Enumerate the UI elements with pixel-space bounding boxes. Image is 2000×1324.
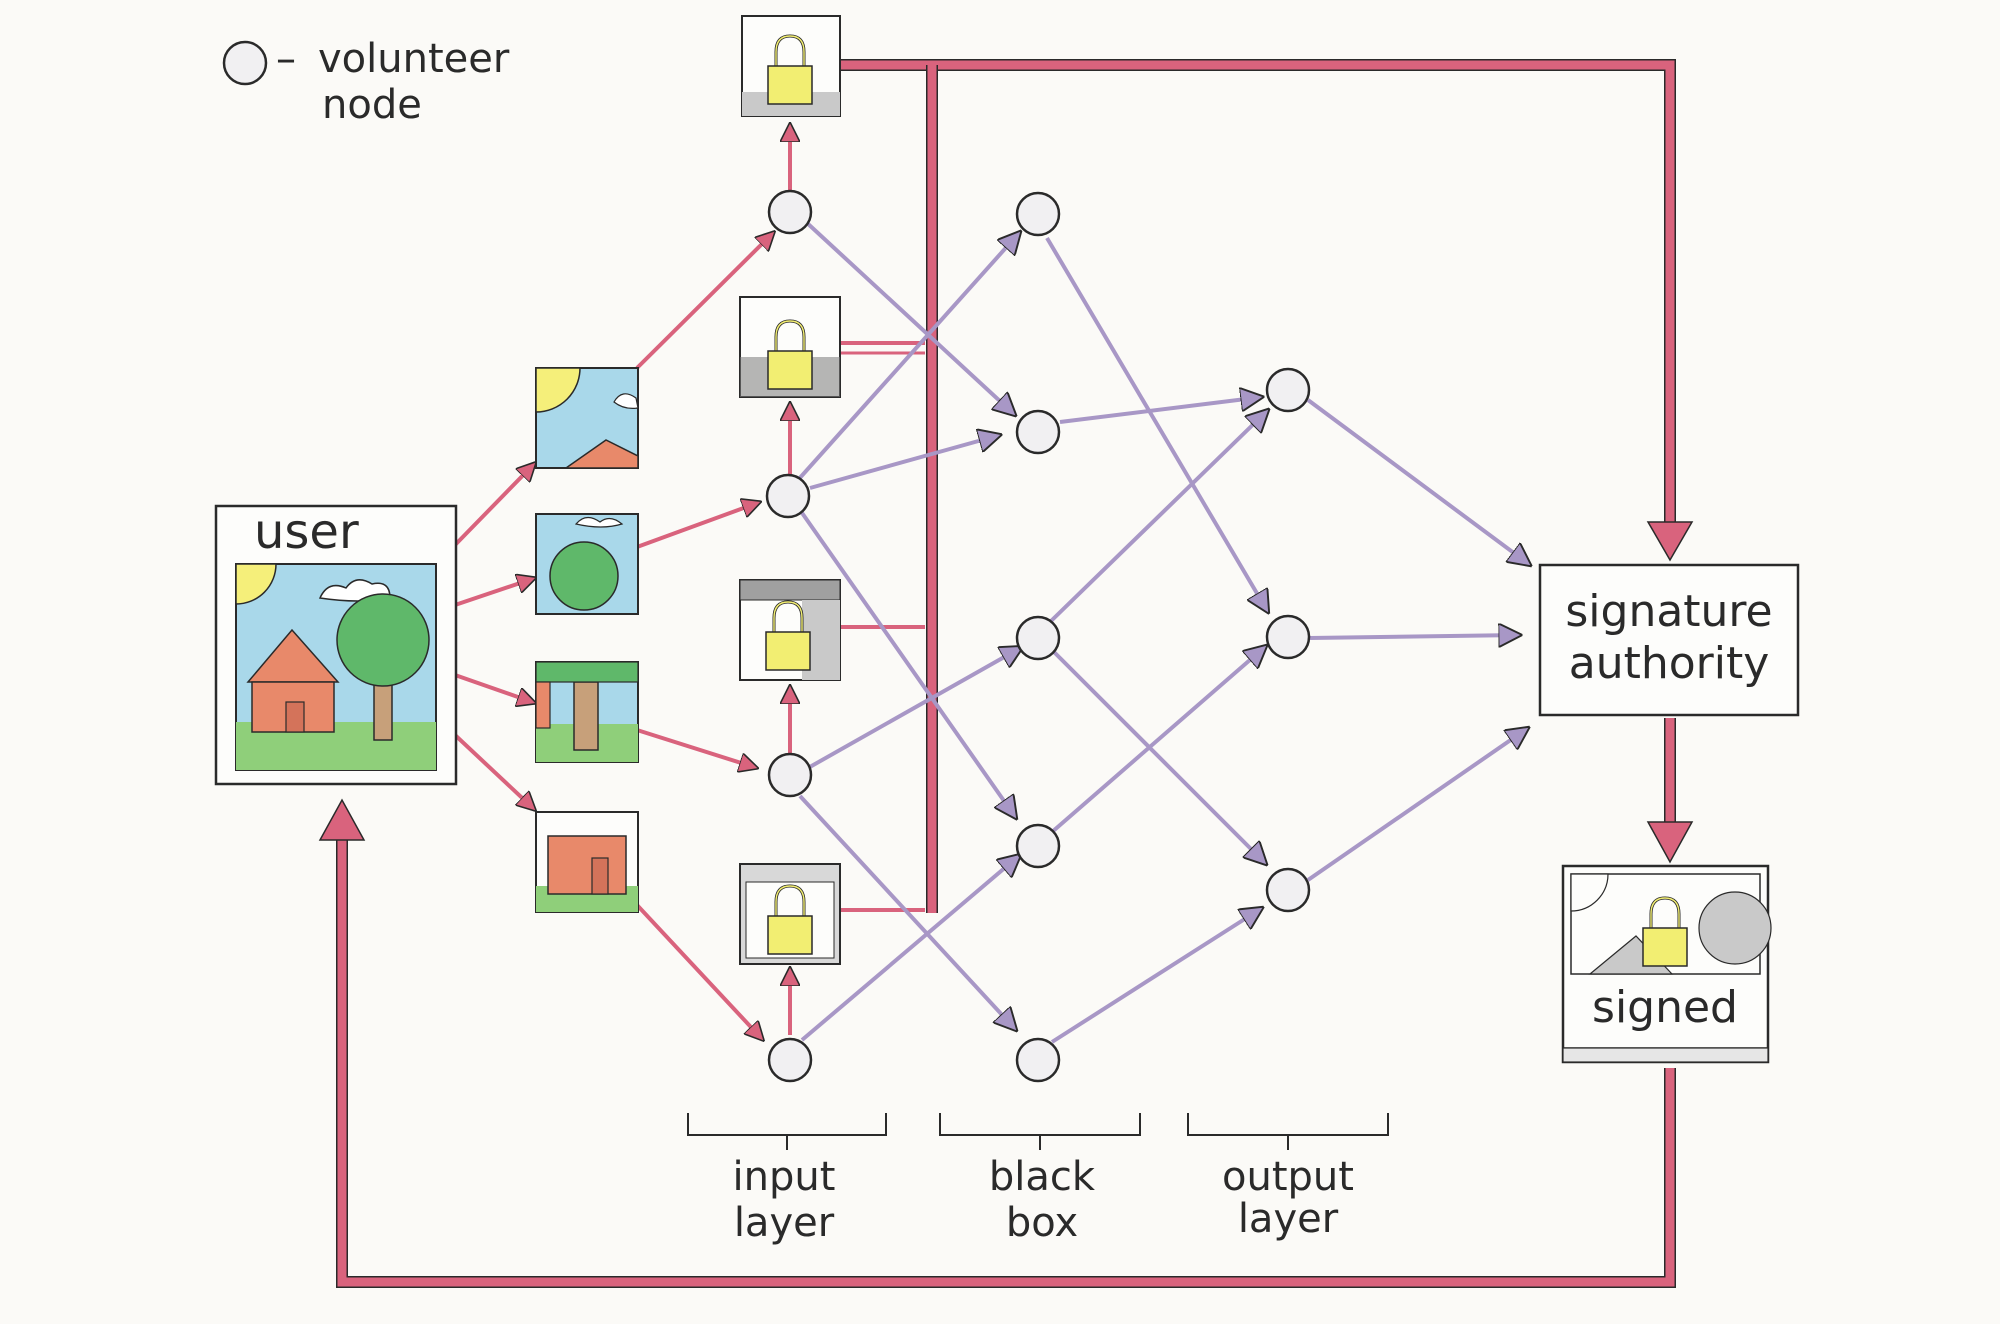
output-layer-line2: layer [1238, 1196, 1339, 1242]
black-box-nodes [1015, 191, 1061, 1083]
user-arrowhead [318, 798, 366, 841]
image-tiles [535, 367, 639, 913]
black-box-bracket [939, 1113, 1141, 1150]
legend-line2: node [322, 82, 422, 128]
output-node-1 [1265, 367, 1311, 413]
signing-paths [318, 59, 1694, 1288]
tile-house [535, 811, 639, 913]
black-box-line1: black [989, 1154, 1096, 1200]
input-layer-nodes [765, 189, 813, 1083]
input-layer-bracket [687, 1113, 887, 1150]
signed-label: signed [1592, 982, 1738, 1033]
tile-sun-house [535, 367, 639, 469]
legend-node-icon [222, 40, 268, 86]
lock-to-authority-path [840, 59, 1676, 540]
legend: – volunteer node [222, 36, 510, 128]
lock-tile-2 [739, 296, 841, 398]
layer-texts: input layer black box output layer [733, 1154, 1354, 1246]
signed-box: signed [1561, 864, 1772, 1064]
user-box: user [214, 504, 458, 786]
output-layer-bracket [1187, 1113, 1389, 1150]
legend-dash: – [276, 36, 296, 82]
authority-arrowhead [1646, 521, 1694, 562]
black-box-node-4 [1015, 823, 1061, 869]
authority-line1: signature [1565, 586, 1772, 637]
lock-tiles [739, 15, 841, 965]
black-box-node-1 [1015, 191, 1061, 237]
output-layer-line1: output [1222, 1154, 1354, 1200]
layer-labels [687, 1113, 1389, 1150]
lock-tile-top [741, 15, 841, 117]
input-layer-line1: input [733, 1154, 836, 1200]
output-layer-nodes [1265, 367, 1311, 913]
input-node-1 [767, 189, 813, 235]
network-edges [796, 220, 1530, 1044]
black-box-line2: box [1006, 1200, 1078, 1246]
lock-tile-3 [739, 579, 841, 681]
tile-to-node-arrows [635, 232, 774, 1040]
tile-tree [535, 513, 639, 615]
input-node-3 [767, 752, 813, 798]
legend-line1: volunteer [318, 36, 510, 82]
user-label: user [254, 504, 359, 560]
user-to-tile-arrows [453, 463, 535, 810]
signed-arrowhead [1646, 821, 1694, 864]
input-node-4 [767, 1037, 813, 1083]
signature-authority-box: signature authority [1538, 563, 1800, 717]
output-node-2 [1265, 614, 1311, 660]
authority-line2: authority [1569, 638, 1770, 689]
input-layer-line2: layer [734, 1200, 835, 1246]
black-box-node-3 [1015, 615, 1061, 661]
black-box-node-5 [1015, 1037, 1061, 1083]
lock-tile-4 [739, 863, 841, 965]
input-node-2 [765, 473, 811, 519]
output-node-3 [1265, 867, 1311, 913]
user-picture [235, 563, 437, 771]
black-box-node-2 [1015, 409, 1061, 455]
tile-trunk [535, 661, 639, 763]
